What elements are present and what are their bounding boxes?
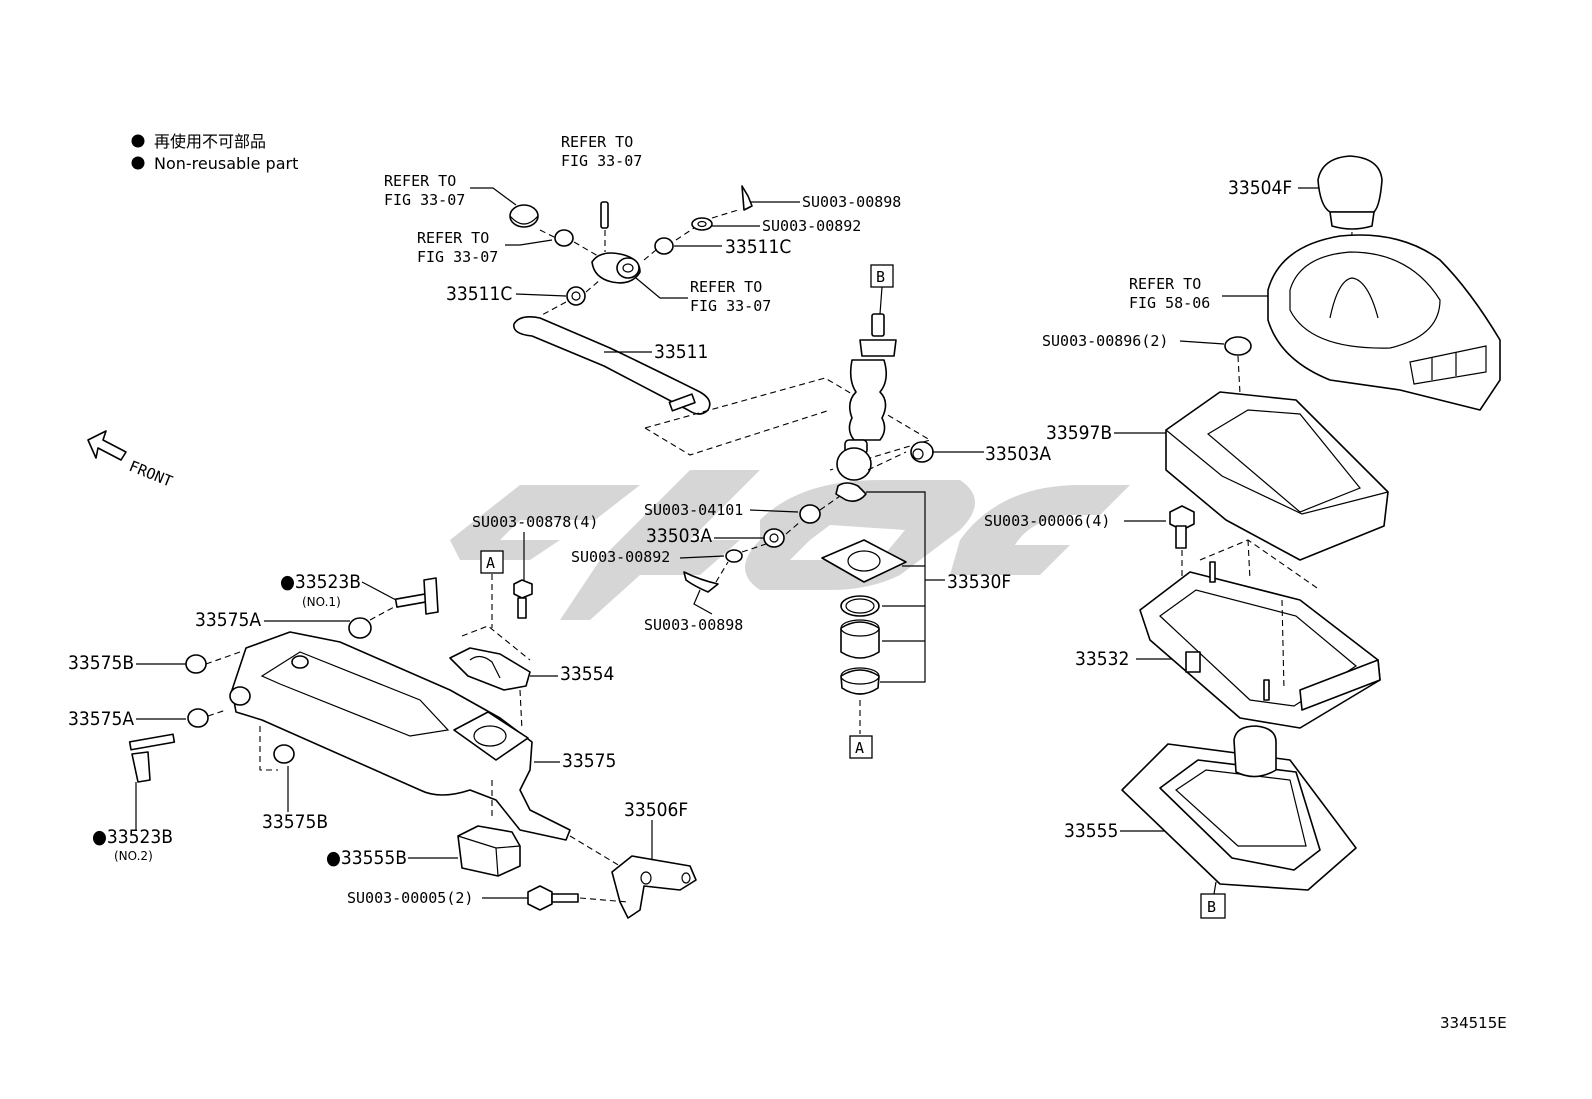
part-label-33575: 33575 [562, 750, 616, 772]
part-label-33532: 33532 [1075, 648, 1129, 670]
ref-letter: B [1207, 898, 1216, 916]
refer-label: REFER TO [1129, 275, 1201, 293]
mounting-bracket-part [611, 855, 697, 919]
bushing-part [273, 744, 295, 764]
console-cover-part [1267, 234, 1501, 411]
support-frame-part [231, 631, 571, 841]
part-label-33575b: 33575B [68, 652, 134, 674]
console-group: 33504F REFER TO FIG 58-06 SU003-00896(2)… [984, 155, 1501, 919]
non-reusable-dot-icon [131, 156, 145, 170]
shift-lever-group: B 33503A SU003-04101 33503A SU003-00892 [571, 264, 1051, 759]
bushing-cup-part [840, 621, 880, 659]
bushing-part [348, 617, 372, 639]
refer-fig: FIG 58-06 [1129, 294, 1210, 312]
clip-part [741, 185, 753, 211]
part-label-33555b: ●33555B [326, 847, 407, 869]
part-label-33503a: 33503A [985, 443, 1051, 465]
bolt-part [513, 579, 533, 599]
bushing-part [763, 528, 785, 548]
figure-id: 334515E [1440, 1014, 1507, 1032]
part-qualifier: (NO.2) [114, 849, 153, 863]
part-label-33575a: 33575A [68, 708, 134, 730]
non-reusable-dot-icon [131, 134, 145, 148]
part-qualifier: (NO.1) [302, 595, 341, 609]
front-label: FRONT [127, 457, 176, 491]
legend-japanese: 再使用不可部品 [154, 132, 266, 151]
support-frame-group: ●33523B (NO.1) 33575A 33575B 33575A 3357… [68, 513, 697, 919]
part-label-33523b: ●33523B [92, 826, 173, 848]
refer-fig: FIG 33-07 [417, 248, 498, 266]
part-label-33555: 33555 [1064, 820, 1118, 842]
seat-cap-part [840, 669, 880, 695]
front-arrow-icon [87, 430, 127, 461]
legend-english: Non-reusable part [154, 154, 298, 173]
part-label-33511c: 33511C [446, 283, 512, 305]
collar-part [554, 229, 574, 247]
watermark-logo [450, 470, 1130, 620]
mount-bracket-part [449, 647, 531, 691]
mount-block-part [457, 825, 521, 877]
refer-label: REFER TO [690, 278, 762, 296]
pin-part [600, 201, 609, 229]
part-label-33575a: 33575A [195, 609, 261, 631]
part-label-33554: 33554 [560, 663, 614, 685]
front-indicator: FRONT [87, 430, 176, 491]
bushing-part [566, 286, 586, 306]
shift-bracket-part [1139, 571, 1381, 729]
bolt-label: SU003-00005(2) [347, 889, 473, 907]
part-label-33511c: 33511C [725, 236, 791, 258]
ref-letter: A [855, 739, 864, 757]
ref-letter: B [876, 268, 885, 286]
bushing-part [187, 708, 209, 728]
seat-plate-part [821, 539, 907, 583]
refer-label: REFER TO [384, 172, 456, 190]
pin-bolt-part [128, 733, 176, 751]
refer-label: REFER TO [561, 133, 633, 151]
refer-label: REFER TO [417, 229, 489, 247]
bolt-part [527, 885, 553, 911]
bolt-label: SU003-00878(4) [472, 513, 598, 531]
bushing-part [654, 237, 674, 255]
bolt-label: SU003-04101 [644, 501, 743, 519]
refer-fig: FIG 33-07 [690, 297, 771, 315]
linkage-group: REFER TO FIG 33-07 REFER TO FIG 33-07 RE… [384, 133, 932, 471]
clip-part [1224, 336, 1252, 356]
ref-box-b [1200, 893, 1226, 919]
bolt-part [1169, 505, 1195, 531]
boot-collar-part [1233, 725, 1277, 778]
lever-ball-part [836, 447, 872, 481]
bolt-label: SU003-00898 [802, 193, 901, 211]
part-label-33511: 33511 [654, 341, 708, 363]
refer-fig: FIG 33-07 [561, 152, 642, 170]
shift-knob-part [1317, 155, 1383, 213]
shift-panel-part [1165, 391, 1389, 561]
part-label-33575b: 33575B [262, 811, 328, 833]
part-label-33530f: 33530F [947, 571, 1011, 593]
part-label-33523b: ●33523B [280, 571, 361, 593]
bolt-label: SU003-00006(4) [984, 512, 1110, 530]
lever-boot-part [848, 359, 888, 441]
ref-box-a [480, 550, 504, 574]
refer-fig: FIG 33-07 [384, 191, 465, 209]
bushing-part [185, 654, 207, 674]
bolt-label: SU003-00892 [762, 217, 861, 235]
part-label-33597b: 33597B [1046, 422, 1112, 444]
bolt-label: SU003-00898 [644, 616, 743, 634]
part-label-33503a: 33503A [646, 525, 712, 547]
ref-box-a [849, 735, 873, 759]
legend: 再使用不可部品 Non-reusable part [131, 132, 298, 173]
bolt-label: SU003-00892 [571, 548, 670, 566]
ref-letter: A [486, 554, 495, 572]
bolt-label: SU003-00896(2) [1042, 332, 1168, 350]
part-label-33504f: 33504F [1228, 177, 1292, 199]
part-label-33506f: 33506F [624, 799, 688, 821]
clip-part [683, 571, 719, 593]
